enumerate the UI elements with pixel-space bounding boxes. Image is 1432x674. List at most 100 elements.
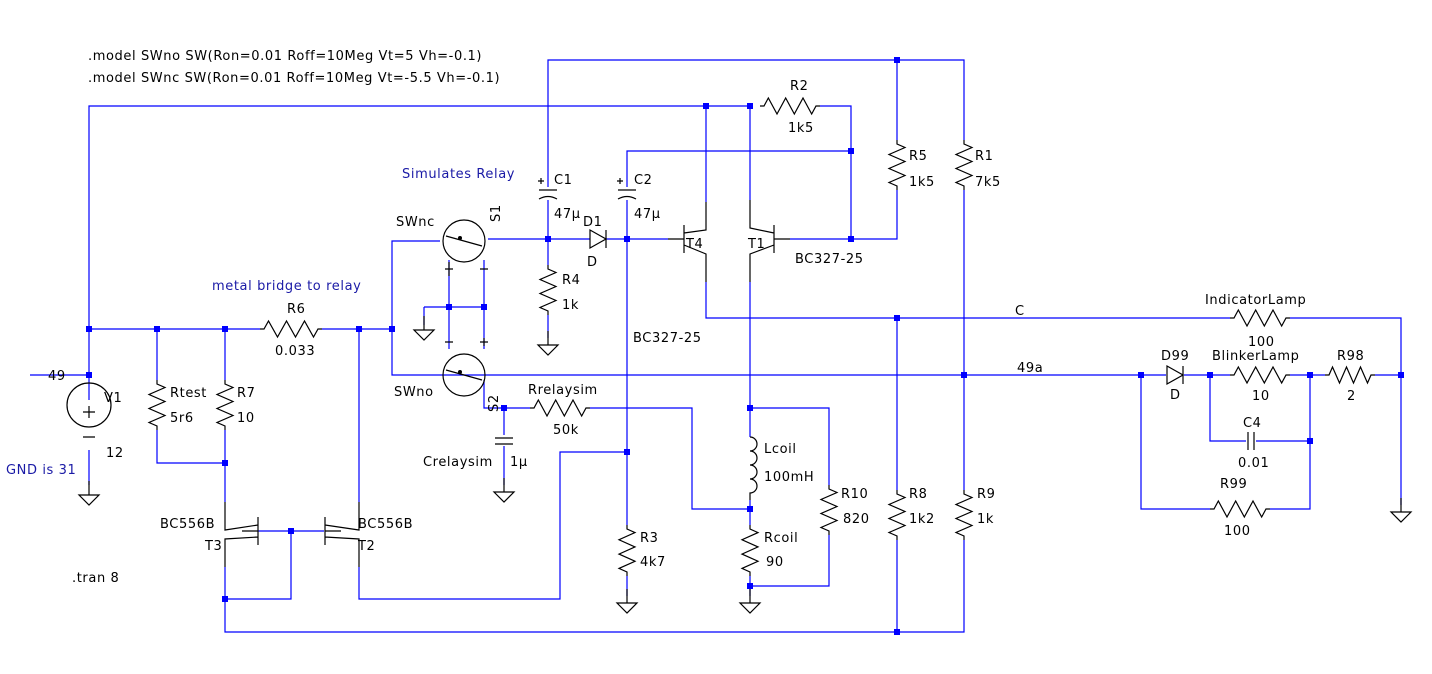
wires <box>30 59 1402 633</box>
r98-symbol <box>1325 365 1375 385</box>
junction-dot <box>894 629 900 635</box>
label-r1-value: 7k5 <box>975 175 1001 190</box>
r2-symbol <box>760 96 820 116</box>
comment-metal-bridge: metal bridge to relay <box>212 279 361 294</box>
label-v1-value: 12 <box>106 446 124 461</box>
wire-supply-top <box>88 105 706 375</box>
r10-symbol <box>819 485 839 535</box>
r99-symbol <box>1210 499 1270 519</box>
label-lcoil-name: Lcoil <box>764 442 797 457</box>
junction-dot <box>481 304 487 310</box>
wire-s1-left <box>391 240 440 329</box>
label-r2-name: R2 <box>790 79 809 94</box>
ground-symbol-r3 <box>615 589 639 614</box>
junction-dot <box>1307 438 1313 444</box>
label-rrelaysim-name: Rrelaysim <box>528 383 598 398</box>
s1-switch-blade <box>445 235 483 247</box>
label-r3-name: R3 <box>640 531 659 546</box>
label-c1-name: C1 <box>554 173 573 188</box>
label-r99-value: 100 <box>1224 524 1251 539</box>
c2-symbol <box>617 178 637 200</box>
v1-body <box>66 382 112 428</box>
junction-dot <box>222 326 228 332</box>
junction-dot <box>747 506 753 512</box>
junction-dot <box>624 236 630 242</box>
junction-dot <box>222 596 228 602</box>
wire-net-c <box>705 282 1230 319</box>
label-rcoil-name: Rcoil <box>764 531 798 546</box>
label-s1-model: SWnc <box>396 215 435 230</box>
net-label-49: 49 <box>48 369 66 384</box>
label-r10-name: R10 <box>841 487 868 502</box>
wire-t2-collector <box>358 451 627 600</box>
label-t1-name: T1 <box>747 237 765 252</box>
label-rtest-value: 5r6 <box>170 411 194 426</box>
junction-dot <box>961 372 967 378</box>
r6-symbol <box>260 319 322 339</box>
junction-dot <box>222 460 228 466</box>
spice-model-swnc: .model SWnc SW(Ron=0.01 Roff=10Meg Vt=-5… <box>88 71 500 86</box>
label-c2-value: 47µ <box>634 207 661 222</box>
label-r8-name: R8 <box>909 487 928 502</box>
label-r6-name: R6 <box>287 302 306 317</box>
label-r1-name: R1 <box>975 149 994 164</box>
s2-switch-body <box>442 353 486 397</box>
c4-symbol <box>1247 432 1255 450</box>
indicatorlamp-symbol <box>1230 308 1290 328</box>
wire-rrelaysim-coil <box>590 407 750 510</box>
label-t2-model: BC556B <box>358 517 413 532</box>
label-c4-name: C4 <box>1243 416 1262 431</box>
label-d1-value: D <box>587 255 598 270</box>
wire-r99-right <box>1270 375 1311 510</box>
junction-dot <box>1307 372 1313 378</box>
label-r10-value: 820 <box>843 512 870 527</box>
comment-gnd-note: GND is 31 <box>6 463 76 478</box>
label-t4-name: T4 <box>685 237 703 252</box>
junction-dot <box>894 57 900 63</box>
components <box>66 96 1413 614</box>
wire-r10-bottom <box>750 535 830 587</box>
s1-switch-body <box>442 219 486 263</box>
label-c4-value: 0.01 <box>1238 456 1269 471</box>
label-r5-name: R5 <box>909 149 928 164</box>
junction-dot <box>624 449 630 455</box>
junctions <box>86 57 1404 635</box>
junction-dot <box>1398 372 1404 378</box>
r8-symbol <box>887 490 907 540</box>
label-s1-name: S1 <box>489 204 504 222</box>
label-r2-value: 1k5 <box>788 121 814 136</box>
junction-dot <box>501 405 507 411</box>
r3-symbol <box>617 525 637 576</box>
junction-dot <box>1207 372 1213 378</box>
blinkerlamp-symbol <box>1230 365 1290 385</box>
s2-switch-pivot <box>458 370 462 374</box>
wire-r5-t1base <box>851 190 898 240</box>
label-d99-value: D <box>1170 388 1181 403</box>
junction-dot <box>86 326 92 332</box>
junction-dot <box>86 372 92 378</box>
wire-t3-base-loop <box>225 531 292 600</box>
label-r98-name: R98 <box>1337 349 1364 364</box>
s1-terminals <box>445 262 488 276</box>
label-r4-name: R4 <box>562 273 581 288</box>
label-c1-value: 47µ <box>554 207 581 222</box>
rrelaysim-symbol <box>530 398 590 418</box>
ground-symbol-r4 <box>536 331 560 356</box>
label-r9-value: 1k <box>977 512 994 527</box>
junction-dot <box>747 405 753 411</box>
r4-symbol <box>538 265 558 315</box>
label-rcoil-value: 90 <box>766 555 784 570</box>
ground-symbol-s2 <box>412 316 436 341</box>
label-r98-value: 2 <box>1347 389 1356 404</box>
t1-symbol <box>749 200 790 282</box>
net-label-c: C <box>1015 304 1025 319</box>
junction-dot <box>288 528 294 534</box>
wire-net-49a <box>391 329 1141 376</box>
ground-symbol-rcoil <box>738 589 762 614</box>
t4-symbol <box>668 202 707 282</box>
r9-symbol <box>954 490 974 540</box>
wire-c1-r1 <box>547 59 965 187</box>
t3-symbol <box>224 502 259 567</box>
junction-dot <box>1138 372 1144 378</box>
wire-indicator-out <box>1290 317 1402 375</box>
